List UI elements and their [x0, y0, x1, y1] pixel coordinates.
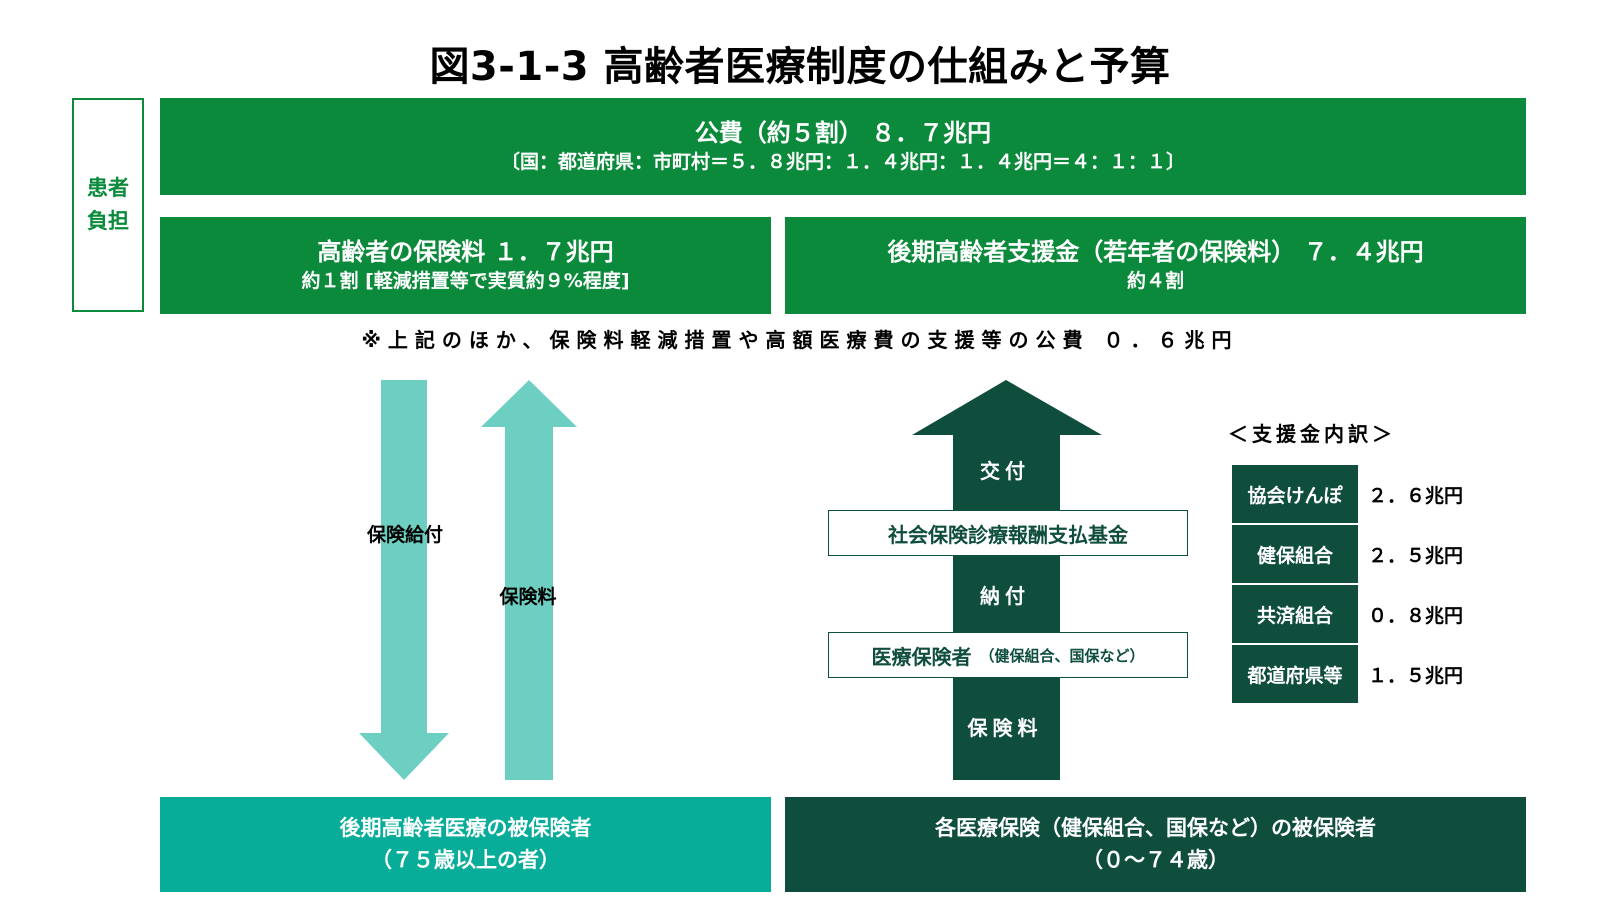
other-insured-title: 各医療保険（健保組合、国保など）の被保険者	[935, 816, 1376, 840]
flow-premium-label: 保険料	[967, 716, 1043, 740]
insurance-benefit-down-arrow	[359, 380, 449, 780]
elderly-premium-share: 約１割 [軽減措置等で実質約９%程度]	[301, 269, 630, 292]
breakdown-title: ＜支援金内訳＞	[1228, 422, 1396, 446]
footnote: ※上記のほか、保険料軽減措置や高額医療費の支援等の公費 ０．６兆円	[361, 328, 1239, 352]
flow-up-arrow	[912, 380, 1102, 780]
late-elderly-insured-title: 後期高齢者医療の被保険者	[339, 816, 592, 840]
premium-label: 保険料	[499, 586, 557, 608]
insurance-benefit-label: 保険給付	[366, 524, 443, 546]
support-fund-amount: 後期高齢者支援金（若年者の保険料） ７．４兆円	[887, 237, 1424, 266]
payment-fund-box: 社会保険診療報酬支払基金	[828, 510, 1188, 556]
breakdown-name: 協会けんぽ	[1232, 465, 1358, 523]
breakdown-name: 健保組合	[1232, 525, 1358, 583]
elderly-premium-amount: 高齢者の保険料 １．７兆円	[317, 237, 614, 266]
breakdown-value: ０．８兆円	[1368, 604, 1464, 627]
breakdown-name: 都道府県等	[1232, 645, 1358, 703]
breakdown-value: ２．６兆円	[1368, 484, 1464, 507]
late-elderly-insured-box: 後期高齢者医療の被保険者 （７５歳以上の者）	[160, 797, 771, 892]
public-funds-ratio: 〔国：都道府県：市町村＝５．８兆円：１．４兆円：１．４兆円＝４：１：１〕	[500, 150, 1185, 173]
public-funds-amount: 公費（約５割） ８．７兆円	[694, 118, 992, 147]
patient-burden-line2: 負担	[87, 209, 129, 233]
grant-label: 交付	[980, 459, 1030, 483]
insurer-box-sub: （健保組合、国保など）	[979, 646, 1145, 665]
public-funds-box: 公費（約５割） ８．７兆円 〔国：都道府県：市町村＝５．８兆円：１．４兆円：１．…	[160, 98, 1526, 195]
breakdown-value: ２．５兆円	[1368, 544, 1464, 567]
breakdown-name: 共済組合	[1232, 585, 1358, 643]
late-elderly-insured-age: （７５歳以上の者）	[371, 847, 560, 872]
elderly-premium-box: 高齢者の保険料 １．７兆円 約１割 [軽減措置等で実質約９%程度]	[160, 217, 771, 314]
other-insured-box: 各医療保険（健保組合、国保など）の被保険者 （０～７４歳）	[785, 797, 1526, 892]
breakdown-value: １．５兆円	[1368, 664, 1464, 687]
support-fund-share: 約４割	[1126, 269, 1184, 292]
page-title: 図3-1-3 高齢者医療制度の仕組みと予算	[429, 44, 1171, 90]
support-fund-box: 後期高齢者支援金（若年者の保険料） ７．４兆円 約４割	[785, 217, 1526, 314]
patient-burden-box: 患者 負担	[72, 98, 144, 312]
patient-burden-line1: 患者	[87, 176, 129, 201]
payment-label: 納付	[980, 584, 1030, 608]
insurer-box: 医療保険者 （健保組合、国保など）	[828, 632, 1188, 678]
insurer-box-main: 医療保険者	[871, 644, 972, 669]
other-insured-age: （０～７４歳）	[1082, 847, 1229, 872]
premium-up-arrow	[481, 380, 577, 780]
